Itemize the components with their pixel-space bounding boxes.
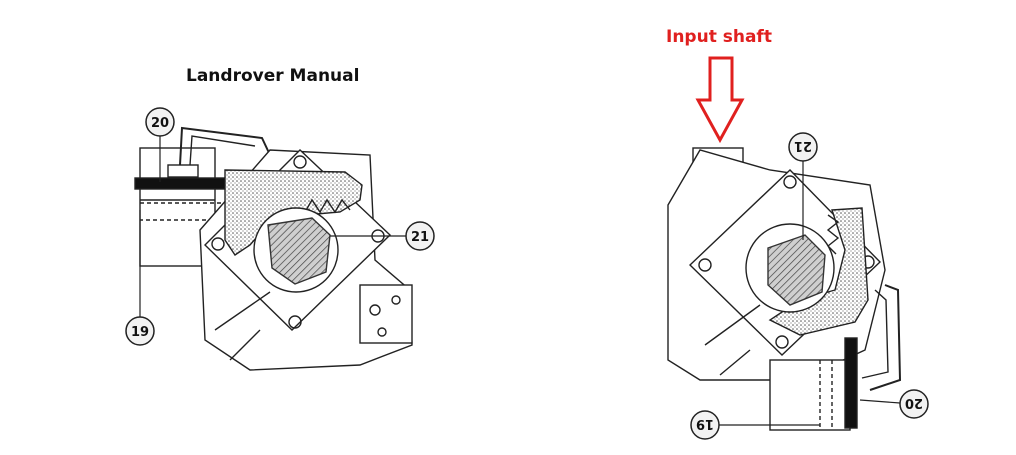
callout-19-text: 19 [131, 325, 149, 340]
right-callout-19: 19 [690, 410, 820, 440]
left-callout-21: 21 [330, 221, 435, 251]
left-steering-box [134, 126, 413, 371]
left-callout-20: 20 [145, 107, 175, 182]
right-callout-19-text: 19 [696, 416, 714, 431]
right-callout-20: 20 [859, 389, 929, 419]
right-steering-box [667, 147, 902, 431]
right-callout-21-text: 21 [794, 138, 812, 153]
left-diagram-title: Landrover Manual [186, 66, 360, 86]
input-shaft-arrow [695, 56, 745, 144]
callout-21-text: 21 [411, 230, 429, 245]
callout-20-text: 20 [151, 116, 169, 131]
right-callout-21: 21 [788, 132, 818, 240]
right-callout-20-text: 20 [905, 395, 923, 410]
input-shaft-label: Input shaft [666, 27, 772, 47]
left-callout-19: 19 [125, 210, 155, 346]
